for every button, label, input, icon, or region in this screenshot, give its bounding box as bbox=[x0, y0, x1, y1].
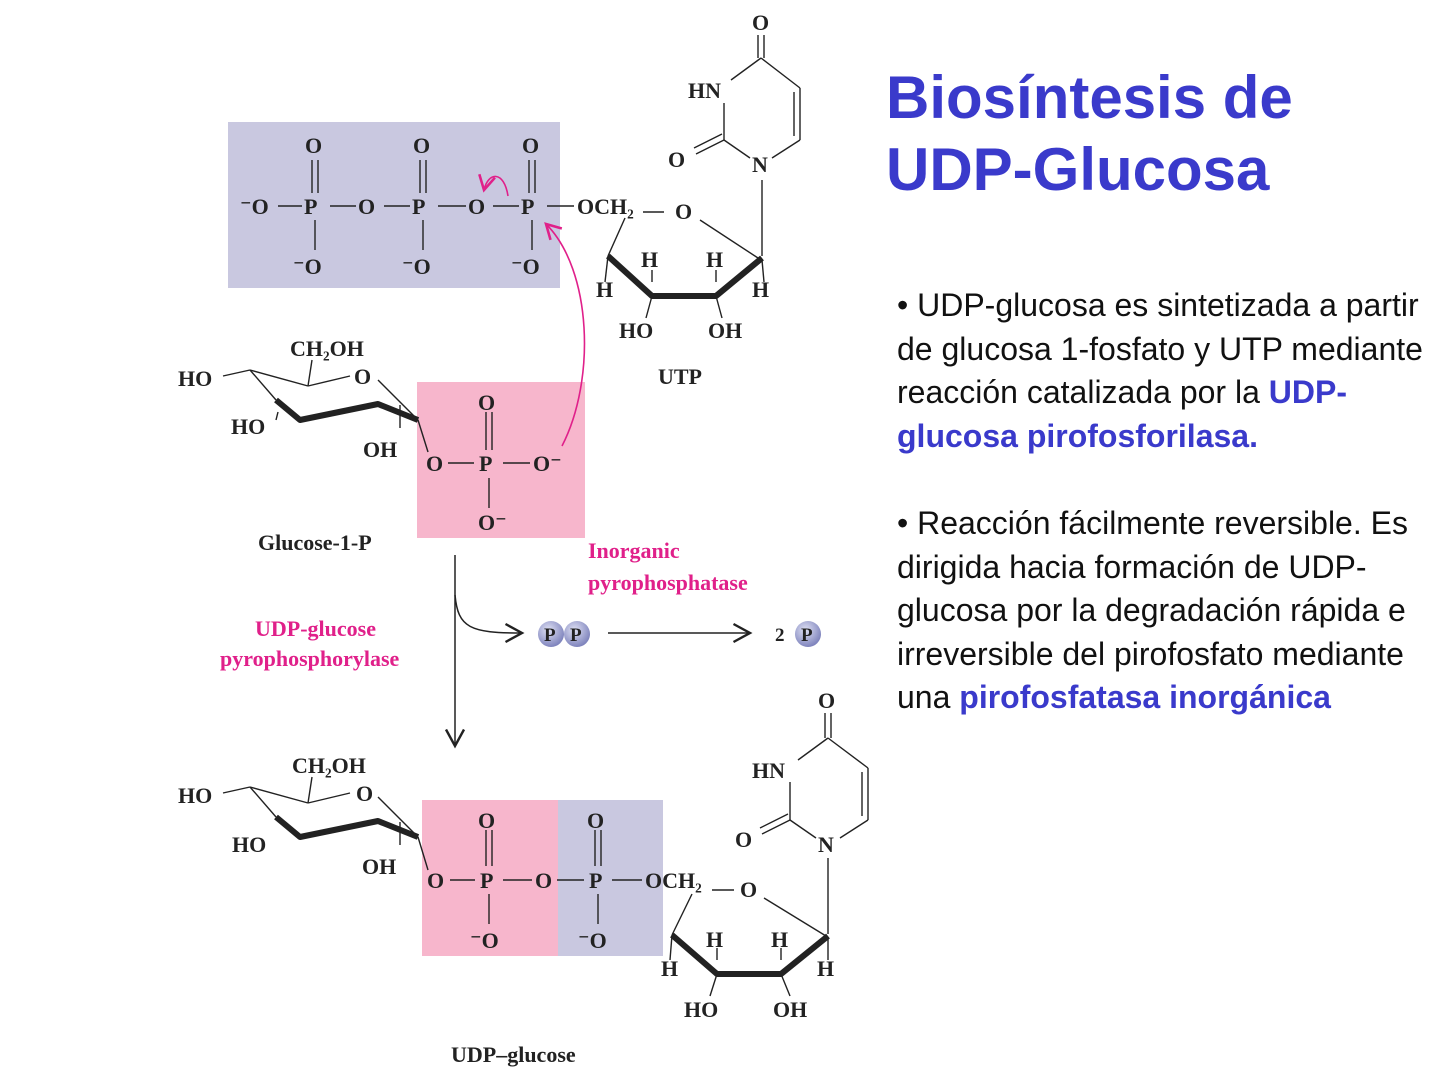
utp-triphosphate: O O O ⁻O P O P O P ⁻O ⁻O ⁻O OCH₂ bbox=[240, 133, 634, 279]
atom-o: O bbox=[587, 808, 604, 833]
utp-triphosphate-box bbox=[228, 122, 560, 288]
utp-label: UTP bbox=[658, 364, 702, 389]
atom-ho: HO bbox=[178, 366, 212, 391]
atom-ho: HO bbox=[619, 318, 653, 343]
atom-o: O bbox=[752, 10, 769, 35]
udpg-diphosphate: O O O P O P OCH₂ ⁻O ⁻O bbox=[427, 808, 702, 953]
reaction-arrow-branch bbox=[454, 594, 525, 644]
utp-ribose: O H H H H HO OH bbox=[596, 180, 769, 343]
glucose1p-label: Glucose-1-P bbox=[258, 530, 372, 555]
atom-ch2oh: CH₂OH bbox=[292, 753, 366, 778]
atom-h: H bbox=[752, 277, 769, 302]
enzyme-name-highlight: UDP-glucosa pirofosforilasa. bbox=[897, 374, 1347, 454]
atom-h: H bbox=[706, 247, 723, 272]
pi-p: P bbox=[801, 625, 813, 646]
atom-o-minus: ⁻O bbox=[578, 928, 607, 953]
udpg-blue-box bbox=[558, 800, 663, 956]
atom-n: N bbox=[818, 832, 834, 857]
atom-oh: OH bbox=[362, 854, 396, 879]
pyrophosphatase-label-line2: pyrophosphatase bbox=[588, 570, 748, 595]
atom-h: H bbox=[661, 956, 678, 981]
atom-ho: HO bbox=[232, 832, 266, 857]
reaction-diagram: O O O ⁻O P O P O P ⁻O ⁻O ⁻O OCH₂ bbox=[178, 10, 869, 1067]
atom-p: P bbox=[304, 194, 317, 219]
atom-o-minus: ⁻O bbox=[293, 254, 322, 279]
bullet-synthesis-text: • UDP-glucosa es sintetizada a partir de… bbox=[897, 287, 1423, 410]
atom-hn: HN bbox=[688, 78, 721, 103]
atom-o: O bbox=[413, 133, 430, 158]
atom-o-minus: ⁻O bbox=[402, 254, 431, 279]
atom-o: O bbox=[358, 194, 375, 219]
bullet-synthesis: • UDP-glucosa es sintetizada a partir de… bbox=[897, 284, 1442, 458]
udpg-glucose-ring: CH₂OH O HO HO OH bbox=[178, 753, 429, 879]
udpglucose-label: UDP–glucose bbox=[451, 1042, 576, 1067]
udpg-pink-box bbox=[422, 800, 558, 956]
atom-o: O bbox=[668, 147, 685, 172]
atom-p: P bbox=[589, 868, 602, 893]
atom-ho: HO bbox=[231, 414, 265, 439]
electron-arrow-small bbox=[478, 173, 509, 197]
atom-oh: OH bbox=[708, 318, 742, 343]
atom-o: O bbox=[354, 364, 371, 389]
pi-coefficient: 2 bbox=[775, 625, 785, 646]
atom-o: O bbox=[478, 390, 495, 415]
atom-o: O bbox=[468, 194, 485, 219]
atom-oh: OH bbox=[773, 997, 807, 1022]
atom-hn: HN bbox=[752, 758, 785, 783]
atom-h: H bbox=[706, 927, 723, 952]
atom-h: H bbox=[817, 956, 834, 981]
atom-oh: OH bbox=[363, 437, 397, 462]
atom-ch2oh: CH₂OH bbox=[290, 336, 364, 361]
atom-o-minus: O⁻ bbox=[478, 510, 507, 535]
atom-o: O bbox=[426, 451, 443, 476]
pyrophosphatase-label-line1: Inorganic bbox=[588, 538, 680, 563]
slide-title: Biosíntesis de UDP-Glucosa bbox=[886, 62, 1426, 206]
utp-uracil: O HN N O bbox=[668, 10, 801, 177]
atom-o-minus: ⁻O bbox=[511, 254, 540, 279]
atom-n: N bbox=[752, 152, 768, 177]
pp-p: P bbox=[570, 625, 582, 646]
electron-arrow-attack bbox=[544, 222, 586, 447]
atom-och2: OCH₂ bbox=[645, 868, 702, 893]
atom-h: H bbox=[771, 927, 788, 952]
pyrophosphate-symbol: P P bbox=[538, 621, 590, 647]
atom-p: P bbox=[480, 868, 493, 893]
atom-o: O bbox=[356, 781, 373, 806]
atom-h: H bbox=[596, 277, 613, 302]
pyrophosphatase-highlight: pirofosfatasa inorgánica bbox=[959, 679, 1331, 715]
udpg-uracil: O HN N O bbox=[735, 688, 869, 857]
atom-ho: HO bbox=[684, 997, 718, 1022]
atom-p: P bbox=[479, 451, 492, 476]
enzyme-label-line1: UDP-glucose bbox=[255, 616, 376, 641]
udpg-ribose: O H H H H HO OH bbox=[661, 858, 834, 1022]
atom-p: P bbox=[521, 194, 534, 219]
atom-o: O bbox=[818, 688, 835, 713]
atom-o-minus: O⁻ bbox=[533, 451, 562, 476]
atom-o: O bbox=[735, 827, 752, 852]
atom-och2: OCH₂ bbox=[577, 194, 634, 219]
atom-o: O bbox=[675, 199, 692, 224]
atom-o: O bbox=[535, 868, 552, 893]
bullet-reversibility: • Reacción fácilmente reversible. Es dir… bbox=[897, 502, 1442, 720]
atom-o: O bbox=[522, 133, 539, 158]
glucose-phosphate: O O P O⁻ O⁻ bbox=[426, 390, 562, 535]
atom-o: O bbox=[740, 877, 757, 902]
atom-h: H bbox=[641, 247, 658, 272]
atom-o-minus: ⁻O bbox=[240, 194, 269, 219]
atom-o: O bbox=[478, 808, 495, 833]
atom-o-minus: ⁻O bbox=[470, 928, 499, 953]
glucose-phosphate-box bbox=[417, 382, 585, 538]
slide-title-line2: UDP-Glucosa bbox=[886, 136, 1270, 203]
atom-ho: HO bbox=[178, 783, 212, 808]
enzyme-label-line2: pyrophosphorylase bbox=[220, 646, 400, 671]
glucose-ring-top: CH₂OH O HO HO OH bbox=[178, 336, 429, 462]
atom-p: P bbox=[412, 194, 425, 219]
slide-title-line1: Biosíntesis de bbox=[886, 64, 1293, 131]
pp-p: P bbox=[544, 625, 556, 646]
atom-o: O bbox=[427, 868, 444, 893]
atom-o: O bbox=[305, 133, 322, 158]
inorganic-phosphate-symbol: 2 P bbox=[775, 621, 821, 647]
bullet-reversibility-text: • Reacción fácilmente reversible. Es dir… bbox=[897, 505, 1408, 715]
